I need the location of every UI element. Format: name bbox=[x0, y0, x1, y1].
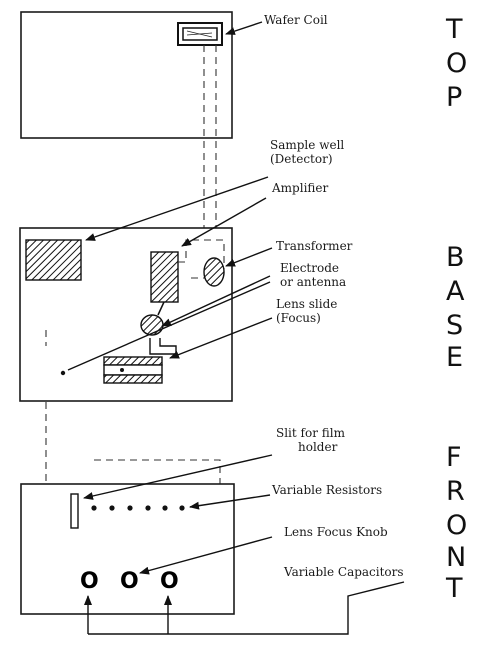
variable-resistors-arrow bbox=[189, 494, 271, 510]
lens-slide-body bbox=[103, 364, 163, 376]
front-panel: O O O bbox=[20, 483, 235, 615]
variable-capacitors-label: Variable Capacitors bbox=[283, 565, 404, 579]
electrode bbox=[140, 314, 164, 336]
electrode-label-1: Electrode bbox=[280, 261, 339, 275]
amplifier-label: Amplifier bbox=[271, 181, 329, 195]
electrode-arrow bbox=[161, 275, 271, 327]
slit-label-2: holder bbox=[298, 440, 338, 454]
section-label-top: T O P bbox=[445, 14, 467, 113]
capacitor-knob-2[interactable]: O bbox=[120, 569, 139, 594]
slit-arrow bbox=[83, 454, 273, 500]
variable-resistors-label: Variable Resistors bbox=[271, 483, 382, 497]
sample-well bbox=[25, 239, 82, 281]
electrode-label-2: or antenna bbox=[280, 275, 346, 289]
top-panel bbox=[20, 11, 233, 139]
transformer-label: Transformer bbox=[276, 239, 353, 253]
capacitor-knob-3[interactable]: O bbox=[160, 569, 179, 594]
svg-text:S: S bbox=[446, 310, 463, 341]
lens-slide-arrow bbox=[169, 317, 273, 359]
amplifier-arrow bbox=[181, 197, 267, 247]
electrode-point bbox=[60, 370, 66, 376]
sample-well-arrow bbox=[85, 176, 269, 241]
front-panel-outline bbox=[20, 483, 235, 615]
svg-text:O: O bbox=[446, 48, 467, 79]
svg-text:O: O bbox=[446, 510, 467, 541]
electrode-arrow-long bbox=[67, 281, 271, 371]
lens-focus-knob-label: Lens Focus Knob bbox=[284, 525, 388, 539]
sample-well-label-2: (Detector) bbox=[270, 152, 333, 166]
lens-slide-label-1: Lens slide bbox=[276, 297, 337, 311]
amplifier bbox=[150, 251, 179, 303]
svg-text:A: A bbox=[446, 276, 465, 307]
variable-resistors bbox=[91, 505, 185, 511]
section-label-front: F R O N T bbox=[445, 442, 467, 604]
variable-capacitors-bracket bbox=[88, 581, 405, 635]
lens-slide-pin bbox=[120, 368, 124, 372]
lens-slide-rail-top bbox=[103, 356, 163, 366]
sample-well-label-1: Sample well bbox=[270, 138, 344, 152]
slit-label-1: Slit for film bbox=[276, 426, 346, 440]
section-label-base: B A S E bbox=[446, 242, 465, 373]
wafer-coil bbox=[177, 22, 223, 46]
svg-text:B: B bbox=[446, 242, 465, 273]
lens-slide-mount bbox=[149, 338, 177, 355]
transformer-arrow bbox=[225, 247, 273, 267]
film-slit bbox=[70, 493, 79, 529]
svg-text:N: N bbox=[446, 542, 466, 573]
lens-slide-rail-bottom bbox=[103, 374, 163, 384]
wafer-coil-label: Wafer Coil bbox=[264, 13, 328, 27]
svg-text:F: F bbox=[446, 442, 462, 473]
base-panel bbox=[19, 227, 233, 402]
capacitor-knob-1[interactable]: O bbox=[80, 569, 99, 594]
svg-text:T: T bbox=[445, 573, 463, 604]
svg-text:P: P bbox=[446, 82, 462, 113]
svg-text:R: R bbox=[446, 476, 465, 507]
svg-text:E: E bbox=[446, 342, 463, 373]
lens-focus-knob-arrow bbox=[139, 536, 273, 575]
svg-text:T: T bbox=[445, 14, 463, 45]
lens-slide-label-2: (Focus) bbox=[276, 311, 321, 325]
wafer-coil-arrow bbox=[225, 21, 263, 35]
transformer bbox=[203, 257, 225, 287]
